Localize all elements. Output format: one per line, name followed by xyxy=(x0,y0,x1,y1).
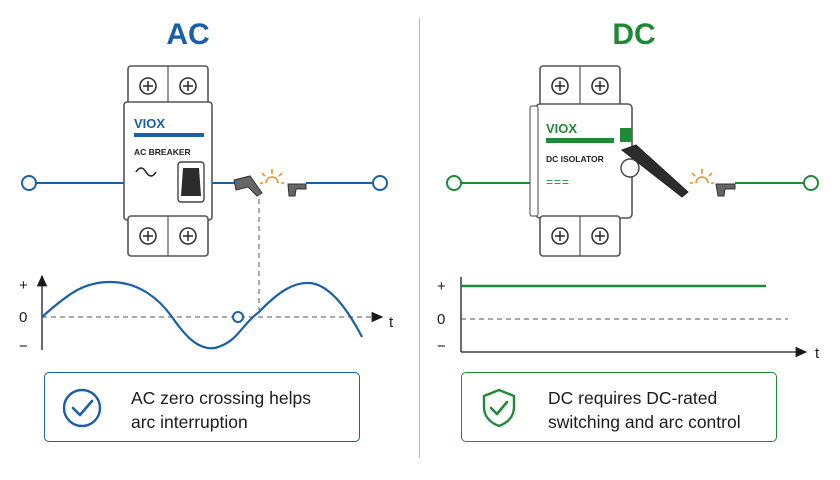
dc-terminal-right xyxy=(803,175,819,191)
ac-breaker: VIOX AC BREAKER xyxy=(123,65,213,257)
dc-info-line1: DC requires DC-rated xyxy=(548,388,718,408)
dc-isolator: VIOX DC ISOLATOR === xyxy=(529,65,689,257)
ac-axis-zero: 0 xyxy=(19,309,27,326)
dc-info-text: DC requires DC-rated switching and arc c… xyxy=(548,386,741,434)
ac-zero-crossing-marker xyxy=(232,311,244,323)
dc-terminal-left xyxy=(446,175,462,191)
screw-icon xyxy=(591,227,609,245)
dc-symbol-icon: === xyxy=(546,175,570,189)
shield-check-icon xyxy=(482,388,516,428)
dc-axis-minus: − xyxy=(437,338,446,355)
panel-divider xyxy=(419,18,420,458)
ac-breaker-label: AC BREAKER xyxy=(134,147,191,157)
dc-axis-plus: + xyxy=(437,278,446,295)
dc-isolator-label: DC ISOLATOR xyxy=(546,154,604,164)
screw-icon xyxy=(551,77,569,95)
screw-icon xyxy=(139,77,157,95)
ac-spark-icon xyxy=(260,169,284,184)
dc-rotary-handle-icon xyxy=(620,144,689,198)
dc-open-contact xyxy=(715,183,736,197)
dc-axis-zero: 0 xyxy=(437,311,445,328)
screw-icon xyxy=(591,77,609,95)
screw-icon xyxy=(551,227,569,245)
ac-waveform-plot: + 0 − t xyxy=(19,274,394,355)
ac-terminal-left xyxy=(21,175,37,191)
ac-open-contacts xyxy=(233,175,307,197)
ac-info-line2: arc interruption xyxy=(131,412,248,432)
ac-terminal-right xyxy=(372,175,388,191)
screw-icon xyxy=(179,77,197,95)
check-circle-icon xyxy=(62,388,102,428)
ac-brand-stripe xyxy=(134,133,204,137)
ac-circuit-wire xyxy=(21,175,388,191)
dc-circuit-wire xyxy=(446,175,819,191)
dc-isolator-brand: VIOX xyxy=(546,121,577,136)
ac-info-text: AC zero crossing helps arc interruption xyxy=(131,386,311,434)
dc-axis-t: t xyxy=(815,345,820,362)
ac-breaker-brand: VIOX xyxy=(134,116,165,131)
dc-info-box: DC requires DC-rated switching and arc c… xyxy=(461,372,777,442)
ac-title: AC xyxy=(166,18,210,51)
ac-axis-plus: + xyxy=(19,277,28,294)
ac-info-line1: AC zero crossing helps xyxy=(131,388,311,408)
dc-indicator-tab xyxy=(620,128,632,142)
ac-sine-wave xyxy=(41,280,363,350)
dc-waveform-plot: + 0 − t xyxy=(437,277,820,362)
ac-toggle-handle-icon xyxy=(181,168,201,196)
dc-spark-icon xyxy=(690,169,714,184)
screw-icon xyxy=(179,227,197,245)
screw-icon xyxy=(139,227,157,245)
ac-sine-symbol-icon xyxy=(135,167,157,177)
ac-axis-t: t xyxy=(389,314,394,331)
dc-title: DC xyxy=(612,18,656,51)
dc-brand-stripe xyxy=(546,138,614,143)
ac-axis-minus: − xyxy=(19,338,28,355)
dc-info-line2: switching and arc control xyxy=(548,412,741,432)
ac-info-box: AC zero crossing helps arc interruption xyxy=(44,372,360,442)
